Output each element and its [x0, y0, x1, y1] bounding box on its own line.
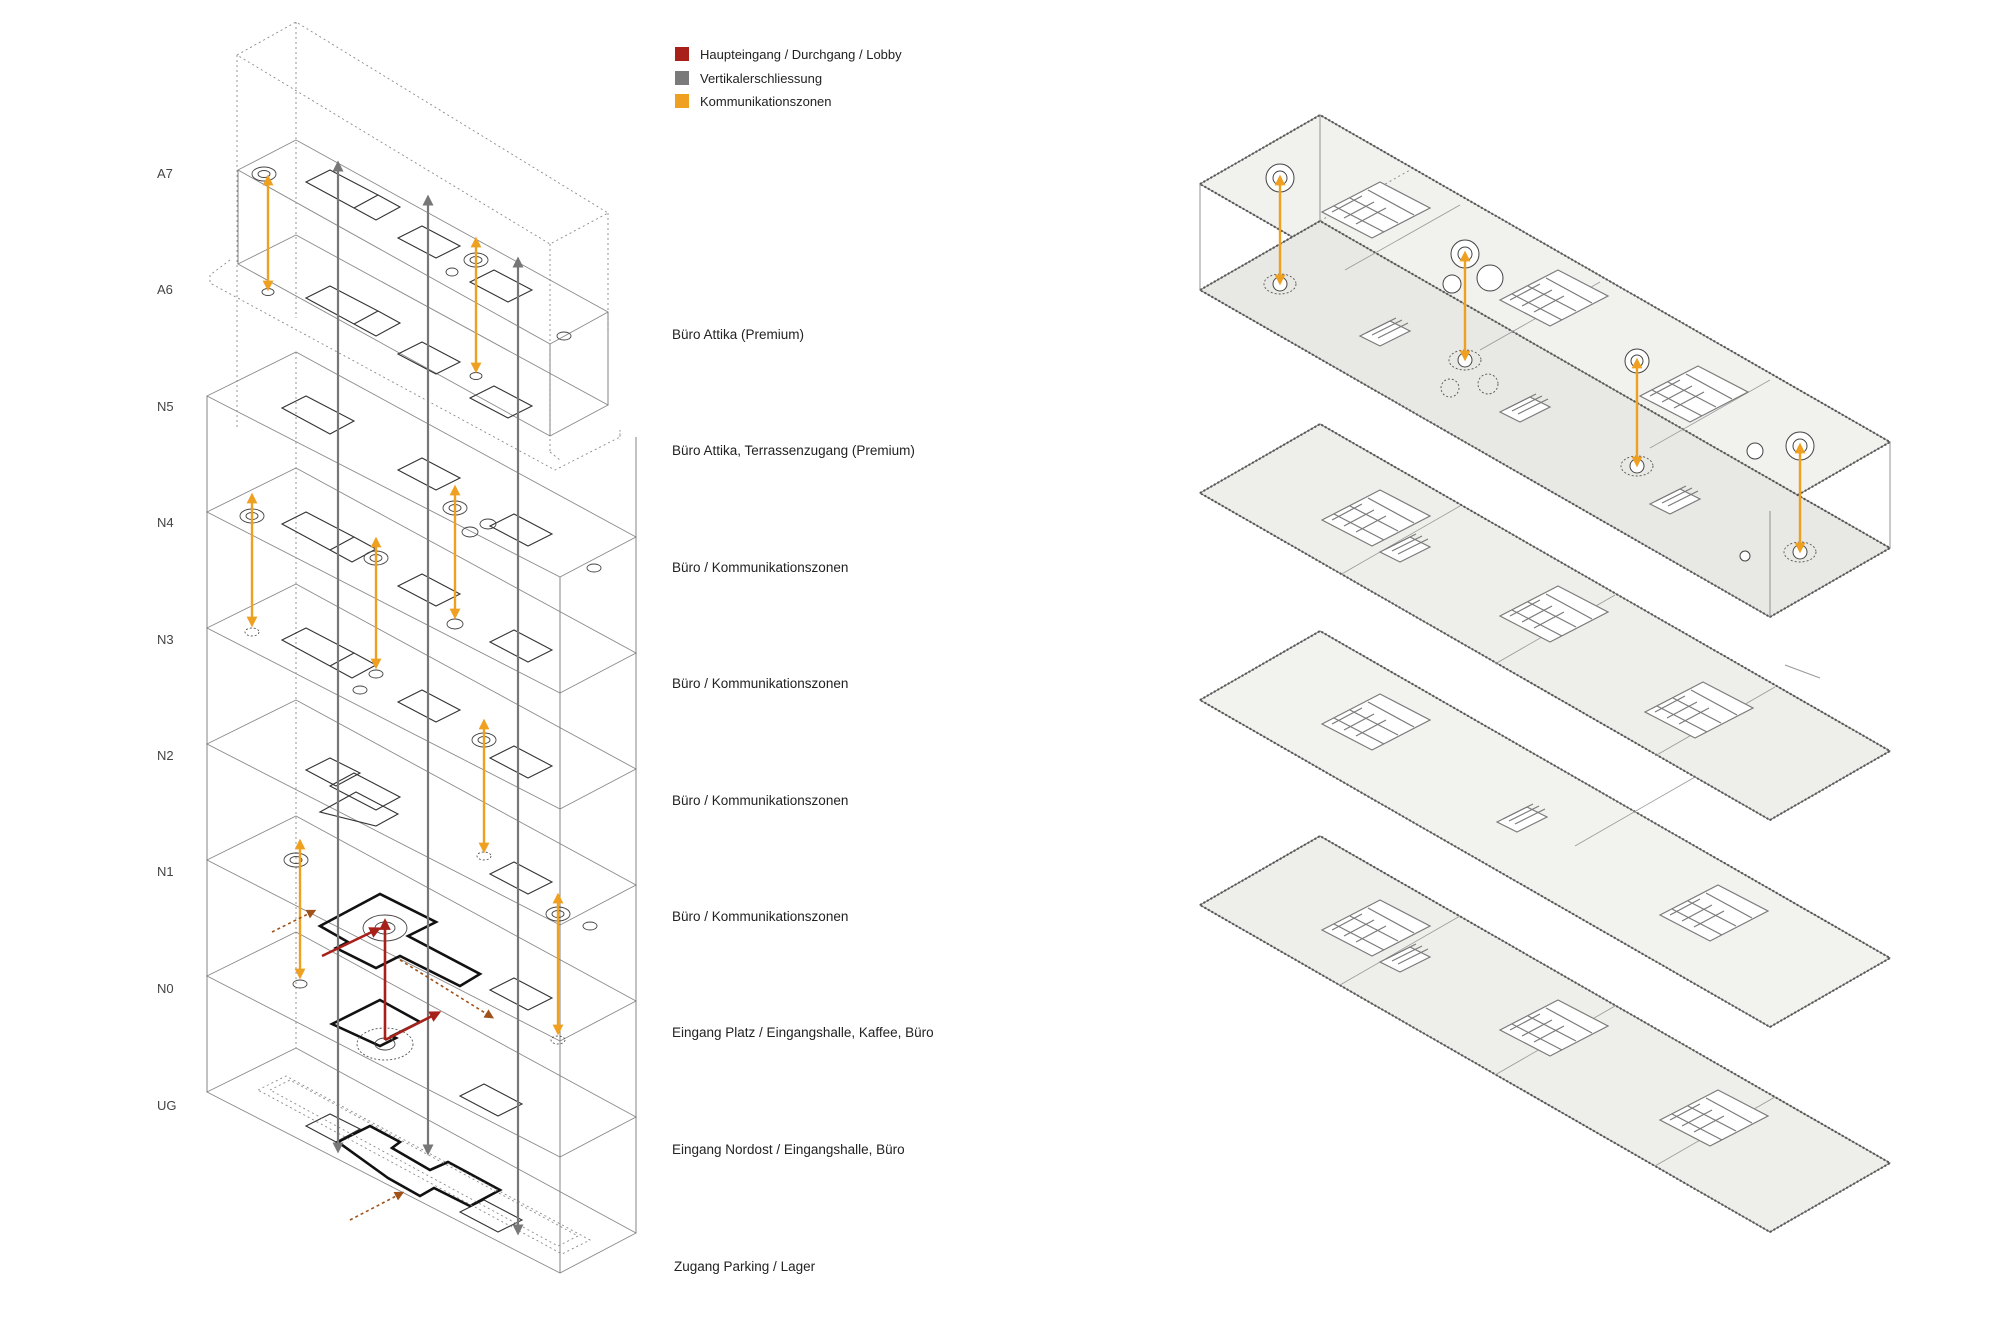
legend-label: Kommunikationszonen — [700, 94, 832, 109]
attic-box — [209, 21, 621, 471]
level-code: N5 — [157, 399, 174, 414]
level-description: Büro / Kommunikationszonen — [672, 793, 848, 808]
level-description: Zugang Parking / Lager — [674, 1259, 816, 1274]
level-description: Büro / Kommunikationszonen — [672, 676, 848, 691]
floor-plates — [1197, 113, 1893, 1234]
legend-item-communication: Kommunikationszonen — [675, 94, 832, 109]
legend-swatch-icon — [675, 94, 689, 108]
legend-swatch-icon — [675, 47, 689, 61]
level-description: Büro / Kommunikationszonen — [672, 560, 848, 575]
lobby-outlines — [317, 892, 503, 1208]
legend-label: Vertikalerschliessung — [700, 71, 822, 86]
level-description: Büro Attika (Premium) — [672, 327, 804, 342]
level-description: Büro Attika, Terrassenzugang (Premium) — [672, 443, 915, 458]
entrance-arrow-icon — [399, 959, 495, 1019]
level-code: A7 — [157, 166, 173, 181]
exploded-section — [205, 21, 637, 1274]
level-code: N4 — [157, 515, 174, 530]
level-description: Eingang Platz / Eingangshalle, Kaffee, B… — [672, 1025, 934, 1040]
level-code: N3 — [157, 632, 174, 647]
legend-item-entrance: Haupteingang / Durchgang / Lobby — [675, 47, 902, 62]
level-code: N1 — [157, 864, 174, 879]
communication-markers — [239, 166, 602, 1061]
entrance-arrow-icon — [271, 909, 317, 933]
legend-item-vertical: Vertikalerschliessung — [675, 71, 822, 86]
level-codes: A7 A6 N5 N4 N3 N2 N1 N0 UG — [157, 166, 177, 1113]
floor-slabs — [205, 139, 637, 1274]
floor-plate — [1197, 834, 1893, 1234]
communication-arrows — [246, 174, 564, 1036]
level-code: A6 — [157, 282, 173, 297]
floor-plate — [1197, 629, 1893, 1029]
entrance-arrows — [321, 918, 442, 1042]
level-descriptions: Büro Attika (Premium) Büro Attika, Terra… — [672, 327, 934, 1274]
tower-edges — [206, 170, 637, 1273]
level-code: N0 — [157, 981, 174, 996]
legend-label: Haupteingang / Durchgang / Lobby — [700, 47, 902, 62]
level-code: N2 — [157, 748, 174, 763]
level-code: UG — [157, 1098, 177, 1113]
access-paths — [271, 909, 495, 1221]
entrance-arrow-icon — [349, 1191, 405, 1221]
entrance-arrow-icon — [321, 927, 382, 958]
level-description: Eingang Nordost / Eingangshalle, Büro — [672, 1142, 905, 1157]
legend-swatch-icon — [675, 71, 689, 85]
attic-volume — [1197, 113, 1893, 619]
legend: Haupteingang / Durchgang / Lobby Vertika… — [675, 47, 902, 109]
parking-ramps — [257, 1075, 591, 1255]
vertical-circulation — [332, 160, 524, 1236]
entrance-arrow-icon — [384, 1011, 442, 1042]
level-description: Büro / Kommunikationszonen — [672, 909, 848, 924]
